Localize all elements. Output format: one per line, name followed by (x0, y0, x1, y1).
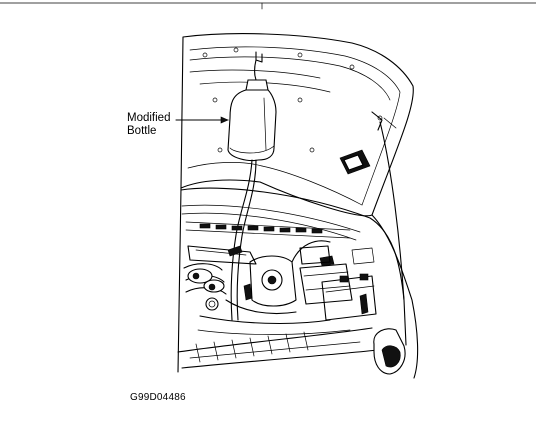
callout-arrowhead (220, 116, 229, 124)
figure-id: G99D04486 (130, 392, 186, 403)
siphon-tube (230, 159, 253, 321)
callout-label: Modified Bottle (127, 112, 171, 137)
hood-prop-rod (379, 121, 407, 346)
engine-components (183, 240, 406, 375)
vehicle-body (177, 187, 419, 379)
modified-bottle (227, 51, 277, 162)
open-hood (180, 33, 414, 217)
